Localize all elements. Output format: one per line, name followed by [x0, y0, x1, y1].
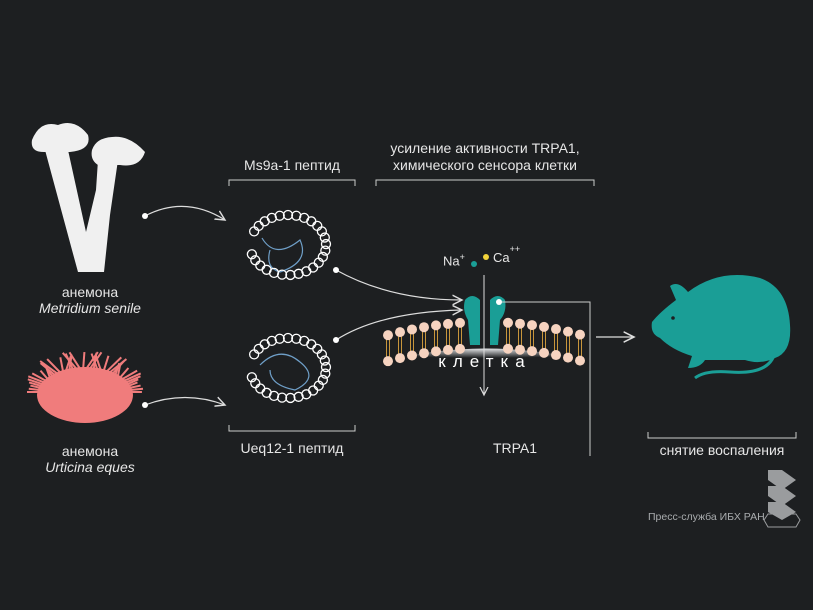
sodium-ion-icon — [471, 261, 477, 267]
metridium-common-name: анемона — [61, 284, 119, 300]
peptide-bead — [306, 339, 317, 350]
peptide-bead — [285, 269, 296, 281]
arrow-metridium-to-peptide — [144, 205, 225, 220]
lipid-head — [419, 348, 429, 359]
peptide-bead — [255, 383, 266, 394]
peptide-bead — [246, 372, 258, 383]
peptide-bead — [266, 335, 277, 347]
peptide-bead — [291, 210, 302, 221]
trpa1-label: TRPA1 — [492, 440, 538, 456]
peptide-bead — [306, 216, 317, 227]
peptide-bead — [255, 260, 266, 271]
calcium-ion-icon — [483, 254, 489, 260]
lipid-head — [455, 343, 465, 354]
urticina-anemone-icon — [27, 351, 144, 423]
peptide-bead — [282, 332, 294, 344]
lipid-head — [419, 322, 429, 333]
lipid-head — [395, 353, 405, 364]
trpa1-channel-icon — [464, 296, 506, 345]
peptide-bead — [320, 238, 332, 250]
effect-line-1: усиление активности TRPA1, — [390, 140, 580, 156]
lipid-head — [407, 324, 417, 335]
peptide-bead — [274, 210, 285, 221]
lipid-head — [551, 350, 561, 361]
peptide-bead — [291, 333, 302, 344]
lipid-head — [515, 344, 525, 355]
lipid-head — [383, 330, 393, 341]
lipid-head — [563, 326, 573, 337]
trpa1-pointer-line — [502, 301, 591, 456]
urticina-common-name: анемона — [61, 443, 119, 459]
arrow-ueq-to-trpa1 — [335, 310, 462, 341]
lipid-head — [539, 321, 549, 332]
metridium-species-name: Metridium senile — [39, 300, 141, 316]
peptide-bead — [266, 212, 277, 224]
effect-line-2: химического сенсора клетки — [393, 157, 577, 173]
peptide-bead — [261, 387, 272, 398]
lipid-head — [527, 346, 537, 357]
sodium-label: Na+ — [443, 252, 465, 269]
peptide-bead — [316, 226, 328, 237]
peptide-bead — [246, 249, 258, 260]
lipid-head — [515, 318, 525, 329]
peptide-bead — [250, 255, 261, 266]
peptide-bead — [250, 378, 261, 389]
bracket-ms9a — [228, 179, 356, 186]
lipid-head — [431, 346, 441, 357]
peptide-bead — [285, 392, 296, 404]
bracket-ueq — [228, 425, 356, 432]
lipid-head — [527, 320, 537, 331]
peptide-bead — [316, 349, 328, 360]
peptide-bead — [319, 355, 330, 366]
peptide-bead — [320, 245, 331, 256]
lipid-bilayer — [383, 317, 585, 367]
lipid-head — [407, 350, 417, 361]
arrow-urticina-to-peptide — [144, 398, 225, 406]
lipid-head — [455, 317, 465, 328]
ueq12-peptide-label: Ueq12-1 пептид — [240, 440, 344, 456]
lipid-head — [503, 343, 513, 354]
cell-label: клетка — [438, 352, 532, 371]
lipid-head — [503, 317, 513, 328]
peptide-bead — [282, 209, 294, 221]
peptide-bead — [307, 262, 319, 273]
lipid-head — [551, 324, 561, 335]
peptide-bead — [307, 385, 319, 396]
ibch-logo — [763, 470, 801, 528]
urticina-species-name: Urticina eques — [45, 459, 135, 475]
bracket-effect — [375, 179, 595, 186]
lipid-head — [443, 344, 453, 355]
lipid-head — [395, 327, 405, 338]
lipid-head — [539, 347, 549, 358]
peptide-bead — [320, 368, 331, 379]
arrow-ms9a-to-trpa1 — [335, 269, 462, 300]
metridium-anemone-icon — [31, 122, 145, 272]
peptide-bead — [261, 264, 272, 275]
peptide-bead — [293, 268, 304, 279]
peptide-bead — [293, 391, 304, 402]
lipid-head — [575, 355, 585, 366]
ms9a-peptide-icon — [246, 209, 332, 281]
ueq12-peptide-icon — [246, 332, 332, 404]
lipid-head — [575, 329, 585, 340]
press-credit: Пресс-служба ИБХ РАН — [648, 511, 765, 523]
lipid-head — [431, 320, 441, 331]
calcium-label: Ca++ — [493, 244, 521, 265]
bracket-outcome — [647, 432, 797, 439]
lipid-head — [443, 318, 453, 329]
ms9a-peptide-label: Ms9a-1 пептид — [244, 157, 340, 173]
peptide-bead — [276, 392, 288, 403]
mouse-icon — [651, 275, 791, 380]
peptide-bead — [320, 361, 332, 373]
lipid-head — [563, 352, 573, 363]
peptide-bead — [274, 333, 285, 344]
outcome-label: снятие воспаления — [659, 442, 785, 458]
peptide-bead — [319, 232, 330, 243]
lipid-head — [383, 356, 393, 367]
peptide-bead — [276, 269, 288, 280]
